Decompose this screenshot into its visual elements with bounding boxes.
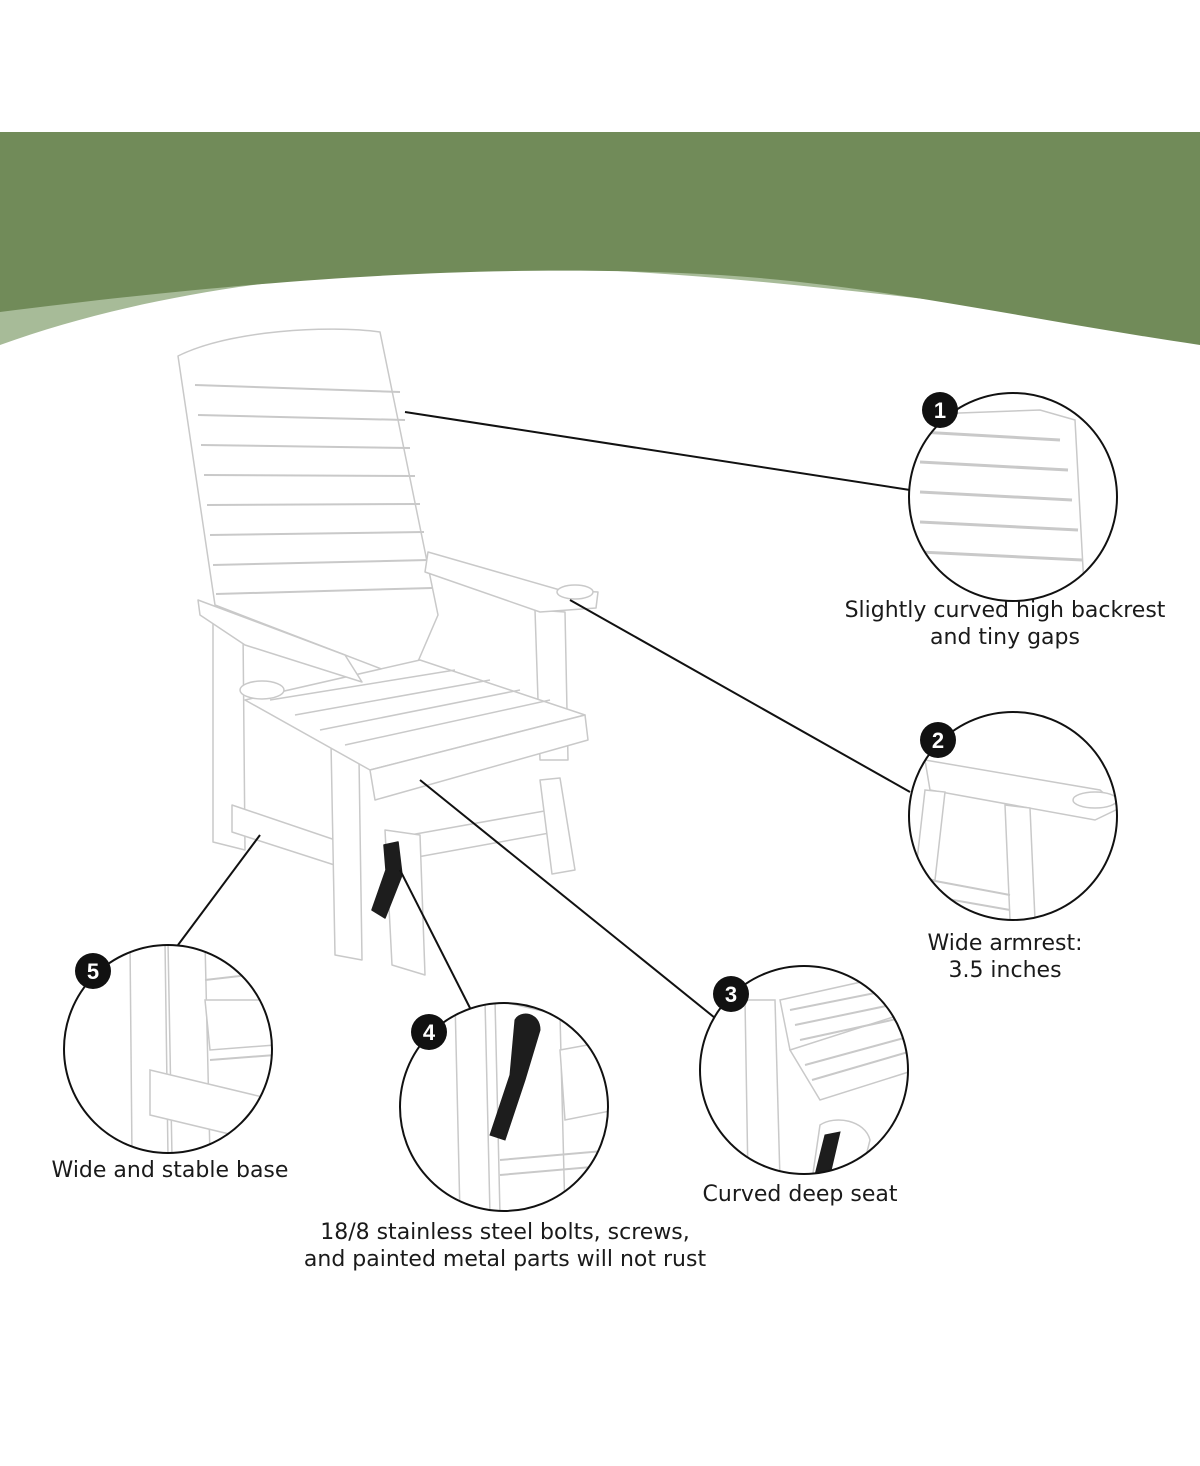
header-wave-band	[0, 132, 1200, 345]
badge-2-number: 2	[932, 728, 944, 753]
caption-base-line-1: Wide and stable base	[51, 1158, 289, 1183]
caption-seat: Curved deep seat	[660, 1181, 940, 1208]
wave-dark-layer	[0, 132, 1200, 345]
detail-circle-2	[908, 711, 1118, 921]
cup-holder-right	[556, 584, 594, 600]
caption-hardware-line-2: and painted metal parts will not rust	[303, 1247, 707, 1272]
detail-circle-1	[908, 392, 1118, 602]
caption-armrest-line-1: Wide armrest:	[927, 931, 1083, 956]
caption-armrest: Wide armrest: 3.5 inches	[880, 930, 1130, 984]
seat-slat-gaps	[269, 669, 551, 746]
badge-3: 3	[713, 976, 749, 1012]
badge-4: 4	[411, 1014, 447, 1050]
glider-bracket	[371, 841, 403, 919]
cup-holder-left	[239, 680, 285, 700]
leader-lines	[177, 411, 911, 1019]
caption-hardware: 18/8 stainless steel bolts, screws, and …	[230, 1219, 780, 1273]
badge-1: 1	[922, 392, 958, 428]
badge-5-number: 5	[87, 959, 99, 984]
badge-1-number: 1	[934, 398, 946, 423]
caption-hardware-line-1: 18/8 stainless steel bolts, screws,	[320, 1220, 690, 1245]
badge-4-number: 4	[423, 1020, 436, 1045]
glider-leg-right	[539, 777, 576, 875]
right-armrest	[424, 551, 599, 613]
backrest-slat-gaps	[194, 384, 433, 595]
badge-2: 2	[920, 722, 956, 758]
caption-backrest: Slightly curved high backrest and tiny g…	[830, 597, 1180, 651]
leader-line-1	[404, 411, 911, 491]
leader-line-5	[177, 834, 261, 946]
base-rail-right	[409, 809, 556, 859]
leader-line-2	[569, 599, 911, 793]
caption-seat-line-1: Curved deep seat	[702, 1182, 898, 1207]
caption-backrest-line-2: and tiny gaps	[930, 625, 1080, 650]
caption-base: Wide and stable base	[20, 1157, 320, 1184]
caption-armrest-line-2: 3.5 inches	[948, 958, 1062, 983]
glider-chair-illustration	[177, 328, 599, 976]
caption-backrest-line-1: Slightly curved high backrest	[844, 598, 1166, 623]
seat-front-edge	[369, 714, 589, 801]
badge-5: 5	[75, 953, 111, 989]
detail-armrest-closeup	[909, 712, 1117, 920]
leader-line-4	[399, 869, 471, 1009]
leader-line-3	[419, 779, 716, 1019]
badge-3-number: 3	[725, 982, 737, 1007]
detail-backrest-closeup	[909, 393, 1117, 601]
left-armrest	[197, 599, 363, 683]
